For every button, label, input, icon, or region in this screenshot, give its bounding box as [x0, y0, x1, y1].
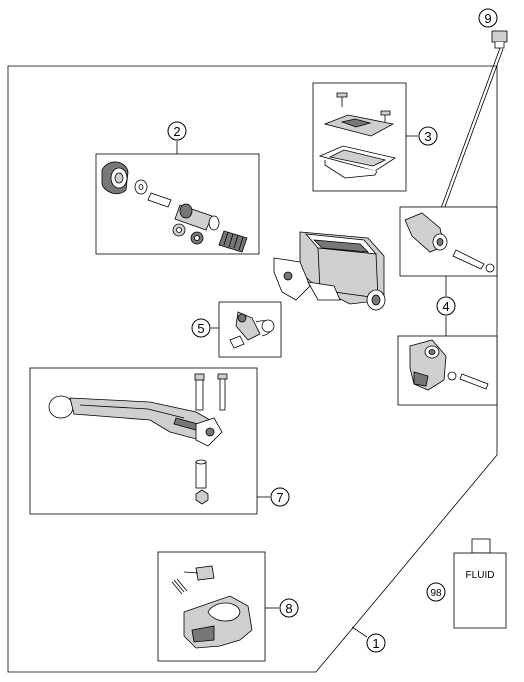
svg-text:7: 7 [276, 490, 283, 505]
svg-text:5: 5 [197, 321, 204, 336]
callout-2: 2 [167, 121, 187, 141]
leader-lines [176, 135, 447, 638]
fluid-bottle: FLUID [453, 538, 507, 629]
screw-part-9 [432, 30, 508, 232]
callout-5: 5 [191, 318, 211, 338]
svg-text:4: 4 [442, 299, 449, 314]
callout-4: 4 [436, 296, 456, 316]
handlebar-clamp-group-4b [397, 335, 498, 406]
callout-98: 98 [426, 582, 446, 602]
handlebar-clamp-group-4 [399, 206, 498, 277]
callout-9: 9 [478, 8, 498, 28]
callout-3: 3 [418, 126, 438, 146]
svg-text:98: 98 [430, 588, 442, 599]
reservoir-cover-group-3 [312, 82, 407, 192]
svg-text:1: 1 [372, 636, 379, 651]
callout-7: 7 [270, 487, 290, 507]
svg-text:8: 8 [285, 601, 292, 616]
brake-switch-group-5 [218, 301, 282, 358]
callout-1: 1 [366, 633, 386, 653]
svg-text:9: 9 [484, 11, 491, 26]
lever-adjuster-group-8 [157, 551, 266, 662]
brake-lever-group-7 [29, 367, 258, 515]
svg-text:3: 3 [424, 129, 431, 144]
fluid-label: FLUID [466, 570, 495, 581]
svg-text:2: 2 [173, 124, 180, 139]
callout-8: 8 [279, 598, 299, 618]
main-assembly-outline [7, 65, 498, 673]
master-cylinder-body [273, 231, 386, 311]
piston-kit-group-2 [95, 153, 260, 255]
